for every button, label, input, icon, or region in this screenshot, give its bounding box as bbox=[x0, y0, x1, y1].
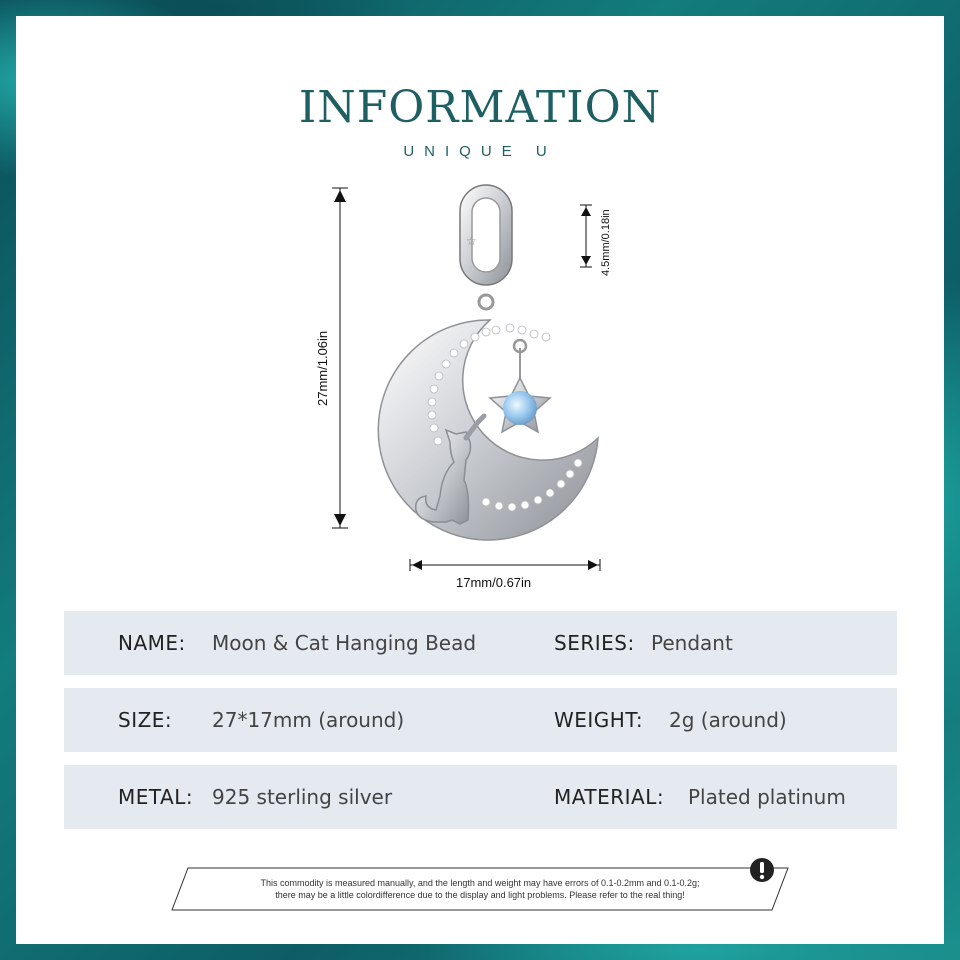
cat-icon bbox=[414, 413, 487, 525]
bead-height-dimension-label: 4.5mm/0.18in bbox=[600, 209, 612, 276]
weight-value: 2g (around) bbox=[669, 708, 787, 732]
size-label: SIZE: bbox=[118, 708, 173, 732]
series-value: Pendant bbox=[651, 631, 733, 655]
metal-label: METAL: bbox=[118, 785, 194, 809]
notice-line-1: This commodity is measured manually, and… bbox=[260, 878, 700, 888]
notice-box bbox=[171, 867, 789, 911]
metal-value: 925 sterling silver bbox=[212, 785, 393, 809]
svg-text:☆: ☆ bbox=[466, 234, 477, 248]
name-value: Moon & Cat Hanging Bead bbox=[212, 631, 477, 655]
star-charm-icon bbox=[488, 338, 552, 434]
material-label: MATERIAL: bbox=[554, 785, 665, 809]
bead-height-dimension-arrow bbox=[580, 204, 592, 268]
product-image: ☆ bbox=[332, 184, 601, 571]
width-dimension-arrow bbox=[409, 559, 601, 571]
width-dimension-label: 17mm/0.67in bbox=[456, 575, 532, 590]
weight-label: WEIGHT: bbox=[554, 708, 644, 732]
size-value: 27*17mm (around) bbox=[212, 708, 405, 732]
material-value: Plated platinum bbox=[688, 785, 846, 809]
notice-line-2: there may be a little colordifference du… bbox=[275, 890, 685, 900]
spec-row-size: SIZE: 27*17mm (around) WEIGHT: 2g (aroun… bbox=[64, 688, 897, 752]
height-dimension-label: 27mm/1.06in bbox=[315, 330, 330, 406]
notice-text: This commodity is measured manually, and… bbox=[190, 877, 770, 901]
name-label: NAME: bbox=[118, 631, 186, 655]
page-title: INFORMATION bbox=[298, 82, 662, 133]
height-dimension-arrow bbox=[332, 187, 348, 529]
bead-icon: ☆ bbox=[459, 184, 513, 286]
spec-row-name: NAME: Moon & Cat Hanging Bead SERIES: Pe… bbox=[64, 611, 897, 675]
brand-subtitle: UNIQUE U bbox=[403, 143, 557, 160]
exclamation-icon bbox=[750, 858, 774, 882]
spec-row-metal: METAL: 925 sterling silver MATERIAL: Pla… bbox=[64, 765, 897, 829]
series-label: SERIES: bbox=[554, 631, 635, 655]
moon-icon bbox=[377, 319, 599, 541]
